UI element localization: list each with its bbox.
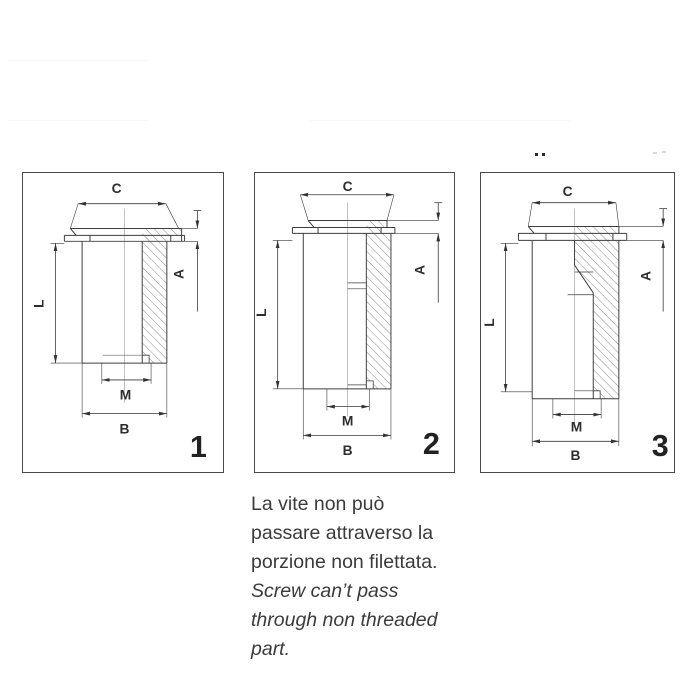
- caption: La vite non può passare attraverso la po…: [251, 490, 491, 664]
- part-number-1: 1: [190, 430, 207, 464]
- dim-label-c: C: [112, 180, 122, 196]
- rivet-nut-drawing-3: C A L M B 3: [481, 183, 669, 463]
- dimension-lines: [50, 201, 202, 418]
- ghost-marks-artifact: [662, 151, 666, 153]
- dim-label-m: M: [342, 412, 353, 428]
- section-hatch: [574, 226, 619, 399]
- ghost-dots-artifact: [542, 153, 545, 156]
- dim-label-b: B: [343, 442, 353, 458]
- ghost-marks-artifact: [653, 152, 657, 154]
- caption-line-english-3: part.: [251, 638, 291, 660]
- part-outline: [517, 225, 628, 400]
- part-outline: [63, 227, 186, 364]
- caption-line-italian-2: passare attraverso la: [251, 522, 434, 544]
- part-number-2: 2: [423, 427, 440, 461]
- dim-label-a: A: [411, 265, 427, 275]
- dim-label-m: M: [571, 418, 582, 434]
- dim-label-a: A: [171, 269, 187, 279]
- caption-line-italian-1: La vite non può: [251, 493, 385, 515]
- part-number-3: 3: [652, 429, 669, 463]
- technical-diagram-box-2: C A L M B 2: [254, 172, 455, 473]
- section-hatch: [366, 220, 391, 389]
- dim-label-b: B: [571, 447, 581, 463]
- dim-label-l: L: [255, 308, 269, 317]
- ghost-artifact-line: [8, 60, 148, 61]
- ghost-artifact-line: [310, 120, 570, 121]
- dim-label-l: L: [31, 299, 47, 308]
- technical-diagram-box-1: C A L M B 1: [22, 172, 224, 473]
- caption-line-italian-3: porzione non filettata.: [251, 551, 438, 573]
- rivet-nut-drawing-1: C A L M B 1: [31, 180, 207, 464]
- caption-line-english-2: through non threaded: [251, 609, 438, 631]
- ghost-dots-artifact: [535, 153, 538, 156]
- section-hatch: [142, 228, 182, 364]
- dim-label-a: A: [637, 271, 653, 281]
- ghost-artifact-line: [8, 120, 148, 121]
- dim-label-c: C: [563, 183, 573, 199]
- dim-label-c: C: [343, 178, 353, 194]
- caption-line-english-1: Screw can’t pass: [251, 580, 399, 602]
- dim-label-b: B: [119, 420, 129, 436]
- dimension-lines: [272, 192, 443, 440]
- dim-label-l: L: [481, 318, 497, 327]
- dimension-lines: [500, 200, 668, 447]
- dim-label-m: M: [120, 387, 131, 403]
- part-outline: [291, 220, 396, 390]
- rivet-nut-drawing-2: C A L M B 2: [255, 178, 443, 461]
- technical-diagram-box-3: C A L M B 3: [480, 172, 675, 473]
